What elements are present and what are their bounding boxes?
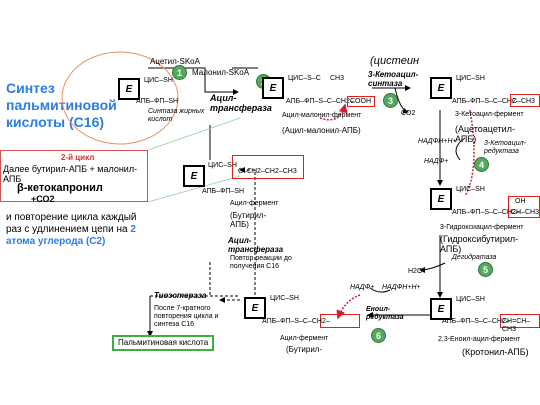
diagram-title: Синтез пальмитиновой кислоты (С16)	[6, 80, 117, 130]
cycle-line1: Далее бутирил-АПБ + малонил-АПБ	[3, 164, 138, 184]
step-1: 1	[172, 65, 187, 80]
apb-fp-sh-7: АПБ–ФП–SH	[202, 188, 245, 195]
palmitic-acid-box: Пальмитиновая кислота	[112, 335, 214, 351]
co2-label: CO2	[401, 110, 416, 117]
step-6: 6	[371, 328, 386, 343]
apb-chain-5: АПБ–ФП–S–C–CH2–	[442, 318, 510, 325]
apb-chain-3: АПБ–ФП–S–C–CH2–	[452, 98, 520, 105]
acyl-transferase-label: Ацил-трансфераза	[210, 93, 272, 113]
cys-sh-1: ЦИС–SH	[144, 77, 173, 84]
crotonyl-apb-label: (Кротонил-АПБ)	[462, 347, 529, 357]
acyl-transferase-mid-label: Ацил-трансфераза	[228, 236, 284, 254]
repeat-until-label: Повтор реакции до получения С16	[230, 255, 292, 270]
step-4: 4	[474, 157, 489, 172]
cycle-note-box: 2-й цикл Далее бутирил-АПБ + малонил-АПБ…	[0, 150, 148, 204]
repeat-text: и повторение цикла каждый раз с удлинени…	[6, 212, 150, 248]
step-3: 3	[383, 93, 398, 108]
cooh-2: COOH	[350, 98, 371, 105]
enzyme-box-4: E	[430, 188, 452, 210]
enzyme-box-5: E	[430, 298, 452, 320]
enzyme-box-3: E	[430, 77, 452, 99]
h2o-label: H2O	[408, 268, 423, 275]
acyl-enzyme-bottom-label: Ацил-фермент	[280, 335, 329, 342]
enoyl-enzyme-label: 2,3-Еноил-ацил-фермент	[438, 336, 521, 343]
apb-chain-6: АПБ–ФП–S–C–CH2–	[262, 318, 330, 325]
enzyme-box-2: E	[262, 77, 284, 99]
ch-ch3-4: CH–CH3	[511, 209, 540, 216]
apb-chain-2: АПБ–ФП–S–C–CH2–	[286, 98, 354, 105]
apb-fp-sh-1: АПБ–ФП–SH	[136, 98, 179, 105]
cycle-co2: +СО2	[31, 194, 55, 204]
synthase-label: Синтаза жирных кислот	[148, 108, 205, 123]
cys-sh-5: ЦИС–SH	[456, 296, 485, 303]
acyl-malonyl-enzyme-label: Ацил-малонил-фермент	[282, 112, 362, 119]
nadp-2: НАДФ+	[350, 284, 375, 291]
thioesterase-label: Тиоэстераза	[154, 291, 207, 300]
ketoacyl-synthase-label: 3-Кетоацил-синтаза	[368, 70, 419, 88]
malonyl-scoa-label: Малонил-SKoA	[192, 68, 250, 77]
ch3-2: CH3	[330, 75, 345, 82]
repeat-text-main: и повторение цикла каждый раз с удлинени…	[6, 212, 137, 235]
ketoacyl-reductase-label: 3-Кетоацил-редуктаза	[484, 140, 526, 155]
nadph-1: НАДФН+Н+	[418, 138, 457, 145]
apb-chain-4: АПБ–ФП–S–C–CH2–	[452, 209, 520, 216]
c-ch3-3: C–CH3	[512, 98, 535, 105]
dehydratase-label: Дегидратаза	[452, 254, 497, 261]
acetoacetyl-apb-label: (Ацетоацетил-АПБ)	[455, 124, 515, 144]
nadph-2: НАДФН+Н+	[382, 284, 421, 291]
acyl-bottom-highlight	[320, 314, 360, 328]
acyl-mid-highlight	[232, 155, 304, 179]
enoyl-reductase-label: Еноил-редуктаза	[366, 306, 404, 321]
butyryl-apb-mid-label: (Бутирил-АПБ)	[230, 211, 267, 229]
cooh-highlight	[347, 96, 375, 107]
enzyme-box-1: E	[118, 78, 140, 100]
hydroxyacyl-enzyme-label: 3-Гидроксиацил-фермент	[440, 224, 524, 231]
butyryl-bottom-label: (Бутирил-	[286, 345, 323, 354]
cycle-product: β-кетокапронил	[17, 182, 103, 194]
cys-sh-3: ЦИС–SH	[456, 75, 485, 82]
cystein-label: (цистеин	[370, 55, 420, 67]
after7-label: После 7-кратного повторения цикла и синт…	[154, 305, 219, 328]
c-ch2-ch2-ch3-7: C–CH2–CH2–CH3	[238, 168, 297, 175]
cycle-header: 2-й цикл	[61, 153, 95, 162]
nadp-1: НАДФ+	[424, 158, 449, 165]
cys-s-c-2: ЦИС–S–C	[288, 75, 321, 82]
hydroxybutyryl-apb-label: (Гидроксибутирил-АПБ)	[440, 234, 519, 254]
acyl-enzyme-mid-label: Ацил-фермент	[230, 200, 279, 207]
ketoacyl-enzyme-label: 3-Кетоацил-фермент	[455, 111, 524, 118]
step-5: 5	[478, 262, 493, 277]
cys-sh-7: ЦИС–SH	[208, 162, 237, 169]
enzyme-box-7: E	[183, 165, 205, 187]
cys-sh-4: ЦИС–SH	[456, 186, 485, 193]
cys-sh-6: ЦИС–SH	[270, 295, 299, 302]
enzyme-box-6: E	[244, 297, 266, 319]
oh-4: OH	[515, 198, 526, 205]
repeat-highlight: 2 атома углерода (С2)	[6, 224, 136, 247]
ch-ch-ch3-5: CH=CH–CH3	[502, 318, 531, 333]
acetyl-scoa-label: Ацетил-SKoA	[150, 57, 200, 66]
acyl-malonyl-apb-label: (Ацил-малонил-АПБ)	[282, 126, 361, 135]
